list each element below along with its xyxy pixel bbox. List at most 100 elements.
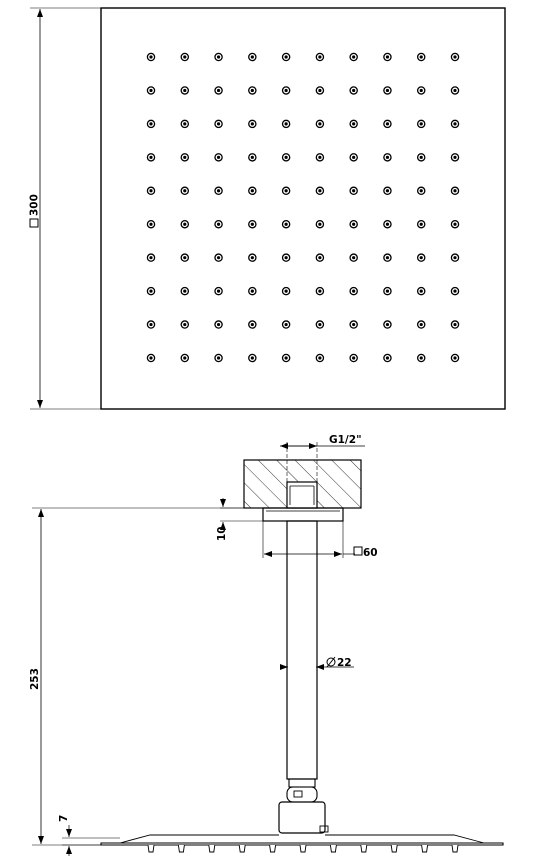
nozzle-core (284, 289, 288, 293)
nozzle-core (453, 222, 457, 226)
nozzle-core (284, 88, 288, 93)
diameter-symbol-icon (326, 657, 336, 667)
nozzle-core (149, 189, 153, 193)
nozzle-core (216, 222, 221, 226)
nozzle-core (183, 88, 187, 93)
nozzle-core (385, 122, 390, 126)
dimension-thread: G1/2" (280, 434, 365, 482)
nozzle-core (453, 322, 457, 327)
square-symbol-icon (353, 546, 363, 556)
nozzle-core (183, 189, 187, 193)
nozzle-core (149, 55, 153, 59)
arm-diameter-label: 22 (337, 657, 352, 669)
side-nozzle (390, 844, 398, 853)
nozzle-core (318, 88, 322, 93)
nozzle-core (419, 122, 423, 126)
nozzle-core (318, 356, 322, 360)
nozzle-core (183, 155, 187, 159)
nozzle-core (216, 356, 221, 360)
nozzle-core (318, 222, 322, 226)
nozzle-core (250, 322, 254, 327)
nozzle-core (149, 155, 153, 159)
nozzle-core (250, 155, 254, 159)
nozzle-core (352, 222, 356, 226)
nozzle-core (284, 55, 288, 59)
nozzle-core (419, 322, 423, 327)
side-nozzle (269, 844, 277, 853)
nozzle-core (453, 122, 457, 126)
nozzle-core (284, 122, 288, 126)
side-nozzle (238, 844, 246, 853)
nozzle-core (352, 189, 356, 193)
nozzle-core (149, 256, 153, 260)
nozzle-core (284, 322, 288, 327)
nozzle-core (419, 88, 423, 93)
nozzle-core (250, 88, 254, 93)
nozzle-core (183, 256, 187, 260)
nozzle-core (318, 256, 322, 260)
flange-square-label: 60 (363, 547, 378, 559)
dimension-flange-60: 60 (262, 521, 378, 559)
nozzle-core (453, 356, 457, 360)
nozzle-core (385, 189, 390, 193)
nozzle-core (149, 88, 153, 93)
nozzle-core (149, 356, 153, 360)
side-nozzle (451, 844, 459, 853)
nozzle-core (352, 322, 356, 327)
thread-label: G1/2" (329, 434, 362, 446)
dimension-300-label: 300 (29, 194, 41, 216)
dimension-300: 300 (29, 7, 101, 410)
nozzle-core (250, 189, 254, 193)
nozzle-core (352, 55, 356, 59)
nozzle-core (419, 55, 423, 59)
side-nozzle (329, 844, 337, 853)
nozzle-core (352, 256, 356, 260)
nozzle-core (385, 322, 390, 327)
nozzle-core (284, 189, 288, 193)
nozzle-core (318, 189, 322, 193)
nozzle-core (318, 122, 322, 126)
nozzle-core (318, 55, 322, 59)
nozzle-core (419, 289, 423, 293)
nozzle-core (149, 222, 153, 226)
nozzle-core (250, 289, 254, 293)
nozzle-core (284, 222, 288, 226)
nozzle-core (183, 356, 187, 360)
side-nozzle (147, 844, 155, 853)
nozzle-core (250, 256, 254, 260)
shower-head-profile (100, 834, 504, 853)
nozzle-core (250, 356, 254, 360)
nozzle-core (183, 55, 187, 59)
nozzle-core (419, 256, 423, 260)
nozzle-core (352, 122, 356, 126)
nozzle-core (183, 322, 187, 327)
nozzle-core (183, 122, 187, 126)
nozzle-core (318, 322, 322, 327)
side-view: G1/2" 60 10 (29, 434, 504, 856)
nozzle-core (453, 189, 457, 193)
nozzle-core (284, 256, 288, 260)
nozzle-core (352, 88, 356, 93)
nozzle-core (385, 222, 390, 226)
nozzle-core (419, 189, 423, 193)
ceiling-flange (262, 507, 344, 522)
nozzle-core (352, 289, 356, 293)
nozzle-core (453, 88, 457, 93)
nozzle-core (216, 322, 221, 327)
nozzle-core (385, 256, 390, 260)
nozzle-core (284, 155, 288, 159)
nozzle-core (284, 356, 288, 360)
nozzle-core (183, 289, 187, 293)
nozzle-core (183, 222, 187, 226)
nozzle-core (352, 356, 356, 360)
nozzle-core (453, 155, 457, 159)
side-nozzle (177, 844, 185, 853)
head-thickness-label: 7 (58, 815, 70, 822)
ceiling-section (243, 459, 362, 509)
nozzle-grid (146, 52, 460, 363)
side-nozzle (208, 844, 216, 853)
nozzle-core (149, 322, 153, 327)
nozzle-core (385, 55, 390, 59)
shower-arm (286, 520, 318, 780)
nozzle-core (216, 55, 221, 59)
